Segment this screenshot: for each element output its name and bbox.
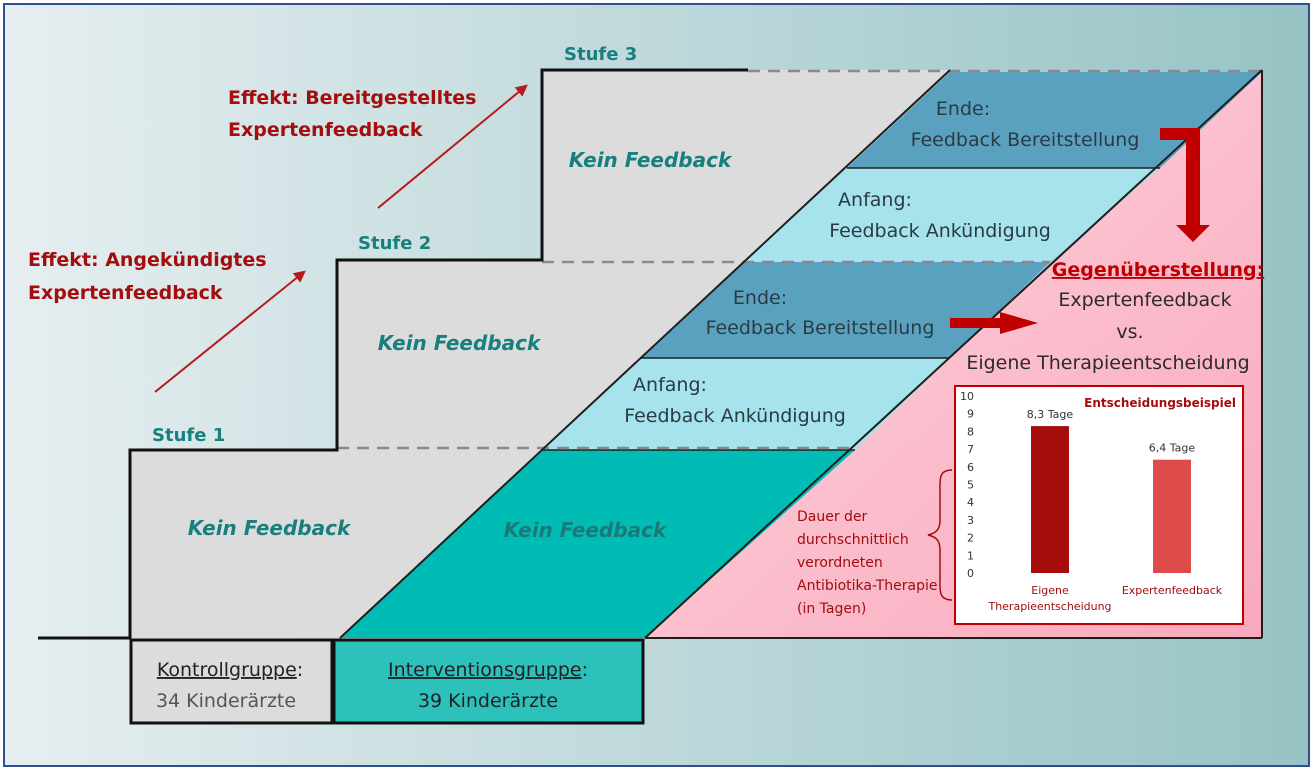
diagonal-left <box>339 69 951 639</box>
x-category-label: Eigene <box>1031 584 1069 597</box>
effect-1-line-1: Effekt: Angekündigtes <box>28 249 267 271</box>
effect-2-line-2: Expertenfeedback <box>228 119 423 141</box>
y-tick-label: 6 <box>967 461 974 474</box>
effect-2-line-1: Effekt: Bereitgestelltes <box>228 87 476 109</box>
kein-feedback-step1: Kein Feedback <box>188 516 352 540</box>
x-category-label: Therapieentscheidung <box>987 600 1111 613</box>
staircase-outline <box>38 68 748 640</box>
anfang-lower-title: Anfang: <box>633 374 707 396</box>
step-1-label: Stufe 1 <box>152 425 225 446</box>
band-ende-lower <box>640 262 1050 358</box>
y-tick-label: 1 <box>967 549 974 562</box>
intervention-group-name: Interventionsgruppe <box>388 659 582 681</box>
band-ende-upper <box>847 72 1262 168</box>
comparison-heading: Gegenüberstellung: <box>1052 259 1264 281</box>
y-tick-label: 5 <box>967 479 974 492</box>
ende-lower-text: Feedback Bereitstellung <box>706 317 935 339</box>
step-2-label: Stufe 2 <box>358 233 431 254</box>
y-tick-label: 8 <box>967 425 974 438</box>
bar-value-label: 6,4 Tage <box>1149 442 1196 455</box>
chart-title: Entscheidungsbeispiel <box>1084 396 1236 410</box>
kein-feedback-step3: Kein Feedback <box>569 148 733 172</box>
arrow-to-comparison <box>950 312 1038 334</box>
duration-note-line-5: (in Tagen) <box>797 601 866 617</box>
control-group-label: Kontrollgruppe: <box>157 659 303 681</box>
effect1-arrow <box>154 270 306 393</box>
arrow-down-to-comparison <box>1160 128 1210 242</box>
intervention-group-label: Interventionsgruppe: <box>388 659 588 681</box>
control-group-name: Kontrollgruppe <box>157 659 297 681</box>
x-category-label: Expertenfeedback <box>1122 584 1223 597</box>
intervention-block <box>340 450 855 638</box>
y-tick-label: 3 <box>967 514 974 527</box>
band-separators <box>542 167 1160 451</box>
level-dashes <box>337 69 1262 450</box>
intervention-group-colon: : <box>582 659 588 681</box>
bar-2 <box>1153 459 1191 573</box>
effect2-arrow <box>377 84 528 209</box>
bar-1 <box>1031 426 1069 573</box>
band-anfang-lower <box>542 358 950 450</box>
ende-upper-title: Ende: <box>936 98 990 120</box>
diagonal-right <box>644 69 1263 639</box>
duration-note-line-4: Antibiotika-Therapie <box>797 578 938 594</box>
duration-note-line-2: durchschnittlich <box>797 532 909 548</box>
band-anfang-upper <box>745 168 1160 262</box>
duration-note-line-1: Dauer der <box>797 509 868 525</box>
intervention-group-count: 39 Kinderärzte <box>418 690 558 712</box>
control-group-count: 34 Kinderärzte <box>156 690 296 712</box>
intervention-group-box <box>332 638 645 725</box>
y-tick-label: 9 <box>967 408 974 421</box>
ende-upper-text: Feedback Bereitstellung <box>911 129 1140 151</box>
y-tick-label: 7 <box>967 443 974 456</box>
anfang-upper-text: Feedback Ankündigung <box>829 220 1051 242</box>
kein-feedback-intervention: Kein Feedback <box>504 518 668 542</box>
y-tick-label: 10 <box>960 390 974 403</box>
duration-note-line-3: verordneten <box>797 555 883 571</box>
ende-lower-title: Ende: <box>733 287 787 309</box>
y-tick-label: 2 <box>967 532 974 545</box>
anfang-upper-title: Anfang: <box>838 189 912 211</box>
bar-chart: 0 1 2 3 4 5 6 7 8 9 10 8,3 TageEigeneTherapieentsch… <box>960 390 1223 613</box>
y-tick-label: 0 <box>967 567 974 580</box>
control-group-colon: : <box>297 659 303 681</box>
staircase-control <box>130 70 950 638</box>
comparison-line-2: vs. <box>1116 321 1143 343</box>
bar-value-label: 8,3 Tage <box>1027 408 1074 421</box>
comparison-line-1: Expertenfeedback <box>1058 289 1231 311</box>
kein-feedback-step2: Kein Feedback <box>378 331 542 355</box>
comparison-line-3: Eigene Therapieentscheidung <box>966 352 1249 374</box>
control-group-box <box>129 638 334 725</box>
step-3-label: Stufe 3 <box>564 44 637 65</box>
anfang-lower-text: Feedback Ankündigung <box>624 405 846 427</box>
brace-icon <box>927 469 953 601</box>
chart-box <box>954 385 1244 625</box>
y-tick-label: 4 <box>967 496 974 509</box>
effect-1-line-2: Expertenfeedback <box>28 282 223 304</box>
